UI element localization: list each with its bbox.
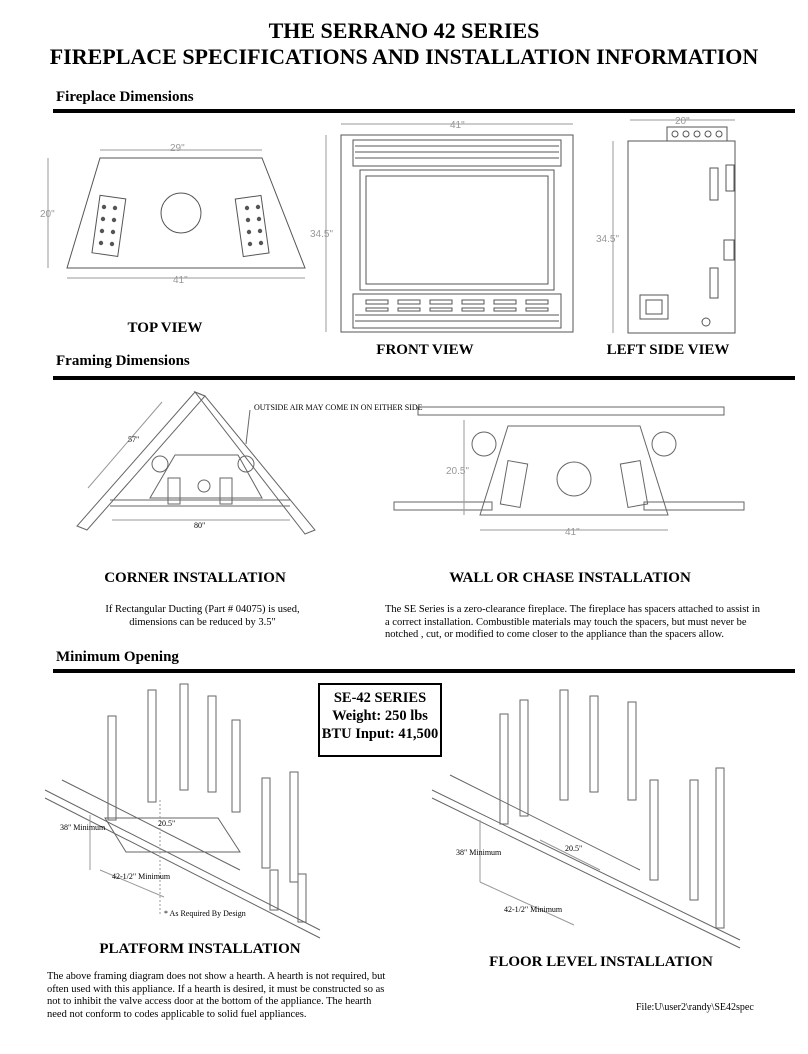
- section-rule: [53, 669, 795, 673]
- section-rule: [53, 376, 795, 380]
- corner-installation-caption: CORNER INSTALLATION: [104, 570, 286, 586]
- spec-weight: Weight: 250 lbs: [332, 708, 428, 724]
- left-side-dim-height: 34.5": [596, 234, 619, 245]
- platform-dim-width: 42-1/2" Minimum: [112, 872, 171, 881]
- platform-note-design: * As Required By Design: [164, 909, 246, 918]
- floor-dim-depth: 20.5": [565, 844, 582, 853]
- top-view-dim-side: 20": [40, 209, 55, 220]
- top-view-dim-top: 29": [170, 143, 185, 154]
- file-path: File:U\user2\randy\SE42spec: [636, 1002, 754, 1013]
- front-view-dim-height: 34.5": [310, 229, 333, 240]
- spec-model: SE-42 SERIES: [333, 690, 427, 706]
- front-view-caption: FRONT VIEW: [376, 342, 474, 358]
- wall-chase-dim-depth: 20.5": [446, 466, 469, 477]
- platform-dim-height: 38" Minimum: [60, 823, 106, 832]
- platform-installation-caption: PLATFORM INSTALLATION: [99, 941, 301, 957]
- corner-note-air: OUTSIDE AIR MAY COME IN ON EITHER SIDE: [254, 403, 423, 412]
- front-view-dim-width: 41": [450, 120, 465, 131]
- page-title: THE SERRANO 42 SERIES: [268, 18, 540, 43]
- wall-chase-dim-width: 41": [565, 527, 580, 538]
- spec-btu: BTU Input: 41,500: [321, 726, 439, 742]
- platform-dim-depth: 20.5": [158, 819, 175, 828]
- left-side-dim-depth: 20": [675, 116, 690, 127]
- top-view-dim-bottom: 41": [173, 275, 188, 286]
- platform-installation-note: The above framing diagram does not show …: [47, 971, 386, 1020]
- floor-level-installation-caption: FLOOR LEVEL INSTALLATION: [489, 954, 713, 970]
- corner-dim-diag: 57": [128, 435, 139, 444]
- corner-installation-note: If Rectangular Ducting (Part # 04075) is…: [105, 604, 300, 628]
- top-view-caption: TOP VIEW: [127, 320, 203, 336]
- corner-dim-width: 80": [194, 521, 205, 530]
- section-heading-minimum-opening: Minimum Opening: [56, 649, 179, 665]
- floor-dim-width: 42-1/2" Minimum: [504, 905, 563, 914]
- section-heading-framing-dimensions: Framing Dimensions: [56, 353, 190, 369]
- section-rule: [53, 109, 795, 113]
- wall-chase-note: The SE Series is a zero-clearance firepl…: [385, 604, 761, 640]
- spec-box: SE-42 SERIES Weight: 250 lbs BTU Input: …: [318, 683, 442, 757]
- section-heading-fireplace-dimensions: Fireplace Dimensions: [56, 89, 194, 105]
- page-subtitle: FIREPLACE SPECIFICATIONS AND INSTALLATIO…: [49, 44, 759, 69]
- left-side-view-caption: LEFT SIDE VIEW: [606, 342, 730, 358]
- wall-chase-caption: WALL OR CHASE INSTALLATION: [449, 570, 691, 586]
- floor-dim-height: 38" Minimum: [456, 848, 502, 857]
